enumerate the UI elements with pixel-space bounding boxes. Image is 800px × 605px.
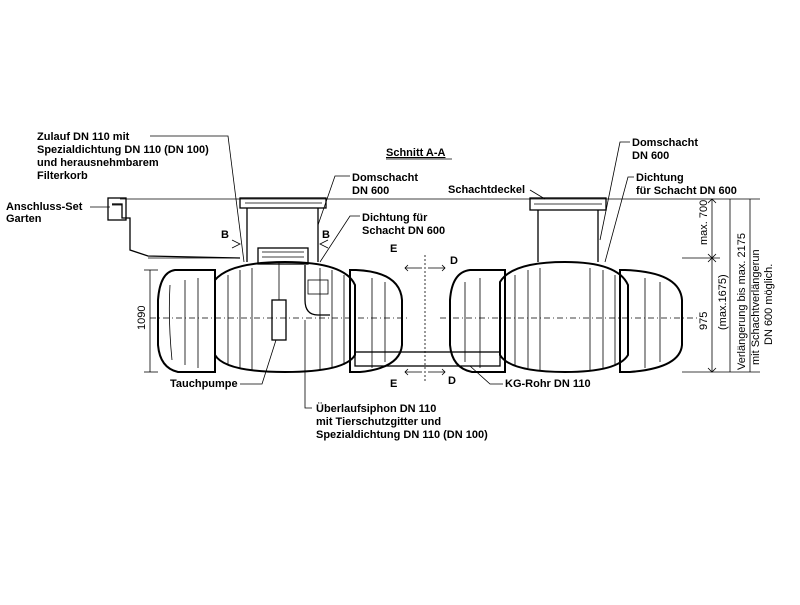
right-tank-lobe-ribs [464,278,661,368]
section-e-bottom: E [390,378,397,390]
submersible-pump [271,299,287,341]
label-dichtung-left-1: Dichtung für [362,212,428,224]
right-tank-right-lobe [619,269,683,373]
label-dichtung-right-1: Dichtung [636,172,684,184]
dim-verl2: mit Schachtverlängerun [750,249,762,365]
kg-pipe [354,351,501,367]
filter-basket [257,247,309,265]
right-tank-ribs [514,268,616,370]
left-tank-ribs [227,268,345,370]
label-tauchpumpe: Tauchpumpe [170,378,238,390]
label-ueberlauf-1: Überlaufsiphon DN 110 [316,402,436,415]
overflow-siphon [304,265,330,316]
section-b-left: B [221,229,229,241]
dim-975: 975 [698,312,710,330]
label-schnitt: Schnitt A-A [386,147,446,159]
right-tank [440,197,700,374]
left-tank-lobe-ribs [168,278,386,368]
inlet-pipe [112,203,241,259]
section-d-bottom: D [448,375,456,387]
label-dichtung-left-2: Schacht DN 600 [362,225,445,237]
right-tank-left-lobe [449,269,506,373]
dim-1090: 1090 [136,306,148,330]
left-tank [150,197,410,374]
garden-connection-set [107,197,127,221]
label-zulauf-1: Zulauf DN 110 mit [37,131,130,143]
left-tank-body [214,260,356,374]
label-zulauf-4: Filterkorb [37,170,88,182]
dim-max1675: (max.1675) [717,274,729,330]
label-domschacht-left-2: DN 600 [352,185,389,197]
section-b-right: B [322,229,330,241]
label-anschluss-2: Garten [6,213,42,225]
dim-max700: max. 700 [698,200,710,245]
section-b-markers: B B [221,229,330,249]
dimensions: 1090 max. 700 975 (max.1675) Verlängerun… [136,198,775,373]
connecting-pipe: E D E D [354,243,501,390]
dim-verl3: DN 600 möglich. [763,264,775,345]
label-schachtdeckel: Schachtdeckel [448,184,525,196]
label-dichtung-right-2: für Schacht DN 600 [636,185,737,197]
section-e-top: E [390,243,397,255]
label-zulauf-2: Spezialdichtung DN 110 (DN 100) [37,144,209,156]
labels: Zulauf DN 110 mit Spezialdichtung DN 110… [6,131,737,441]
right-dome-shaft [537,210,599,262]
left-tank-right-lobe [349,269,403,373]
dim-verl1: Verlängerung bis max. 2175 [736,233,748,370]
label-zulauf-3: und herausnehmbarem [37,157,159,169]
label-domschacht-right-1: Domschacht [632,137,698,149]
label-ueberlauf-3: Spezialdichtung DN 110 (DN 100) [316,429,488,441]
left-tank-left-lobe [157,269,216,373]
right-dome-lid [529,197,607,211]
label-domschacht-left-1: Domschacht [352,172,418,184]
right-tank-body [499,260,629,374]
label-ueberlauf-2: mit Tierschutzgitter und [316,416,441,428]
left-dome-shaft [246,208,319,262]
label-domschacht-right-2: DN 600 [632,150,669,162]
label-anschluss-1: Anschluss-Set [6,201,83,213]
section-d-top: D [450,255,458,267]
label-kg-rohr: KG-Rohr DN 110 [505,378,591,390]
